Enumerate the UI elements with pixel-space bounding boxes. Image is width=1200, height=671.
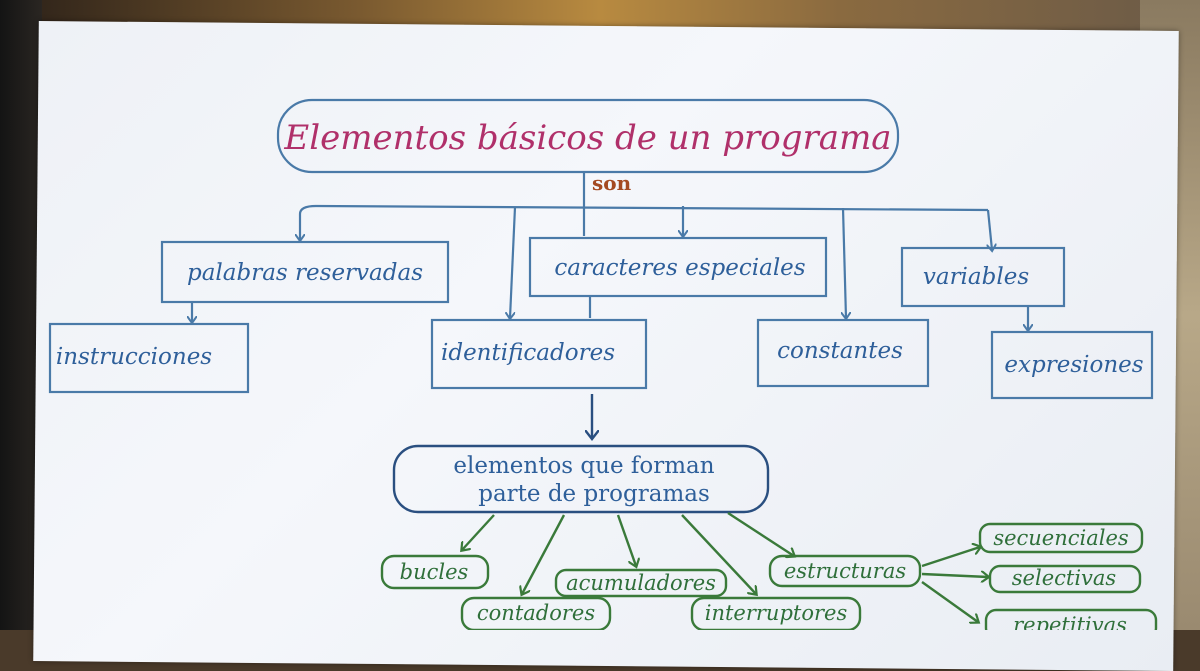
label-repetitivas: repetitivas [1013,613,1127,630]
box-estructuras [768,554,922,588]
box-instrucciones [48,322,250,394]
title-text: Elementos básicos de un programa [283,118,891,158]
label-interruptores: interruptores [705,601,848,625]
label-secuenciales: secuenciales [993,526,1129,550]
arrow-to-variables [988,209,992,250]
label-bucles: bucles [400,560,469,584]
label-constantes: constantes [777,338,903,364]
label-instrucciones: instrucciones [56,344,212,370]
center-box [392,444,770,514]
box-selectivas [988,564,1142,594]
label-acumuladores: acumuladores [566,571,716,595]
distribution-line [298,204,989,215]
label-estructuras: estructuras [784,559,906,583]
box-acumuladores [554,568,728,598]
label-contadores: contadores [477,601,595,625]
arrow-to-selectivas [921,574,988,577]
arrow-to-identificadores [510,206,517,318]
arrow-to-secuenciales [921,547,980,568]
arrow-to-bucles [462,514,495,550]
box-expresiones [990,330,1154,400]
concept-map: Elementos básicos de un programa son pal… [48,98,1158,630]
box-caracteres [528,236,828,298]
box-constantes [756,318,930,388]
box-secuenciales [978,522,1144,554]
label-expresiones: expresiones [1004,352,1143,378]
label-identificadores: identificadores [441,340,615,366]
arrow-to-constantes [843,207,846,318]
label-variables: variables [923,264,1029,290]
box-repetitivas [984,608,1158,630]
arrow-to-estructuras [727,511,794,556]
box-identificadores [430,318,648,390]
title-box [276,98,900,174]
arrow-to-contadores [522,514,566,594]
center-line-1: elementos que forman [453,453,714,479]
arrow-to-acumuladores [616,514,636,566]
label-selectivas: selectivas [1012,566,1117,590]
connector-son: son [592,171,632,195]
box-contadores [460,596,612,630]
box-palabras [160,240,450,304]
box-interruptores [690,596,862,630]
box-bucles [380,554,490,590]
box-variables [900,246,1066,308]
arrow-to-repetitivas [921,581,978,622]
label-palabras: palabras reservadas [187,260,423,286]
arrow-to-interruptores [681,514,756,594]
label-caracteres: caracteres especiales [554,255,805,281]
center-line-2: parte de programas [478,481,710,507]
